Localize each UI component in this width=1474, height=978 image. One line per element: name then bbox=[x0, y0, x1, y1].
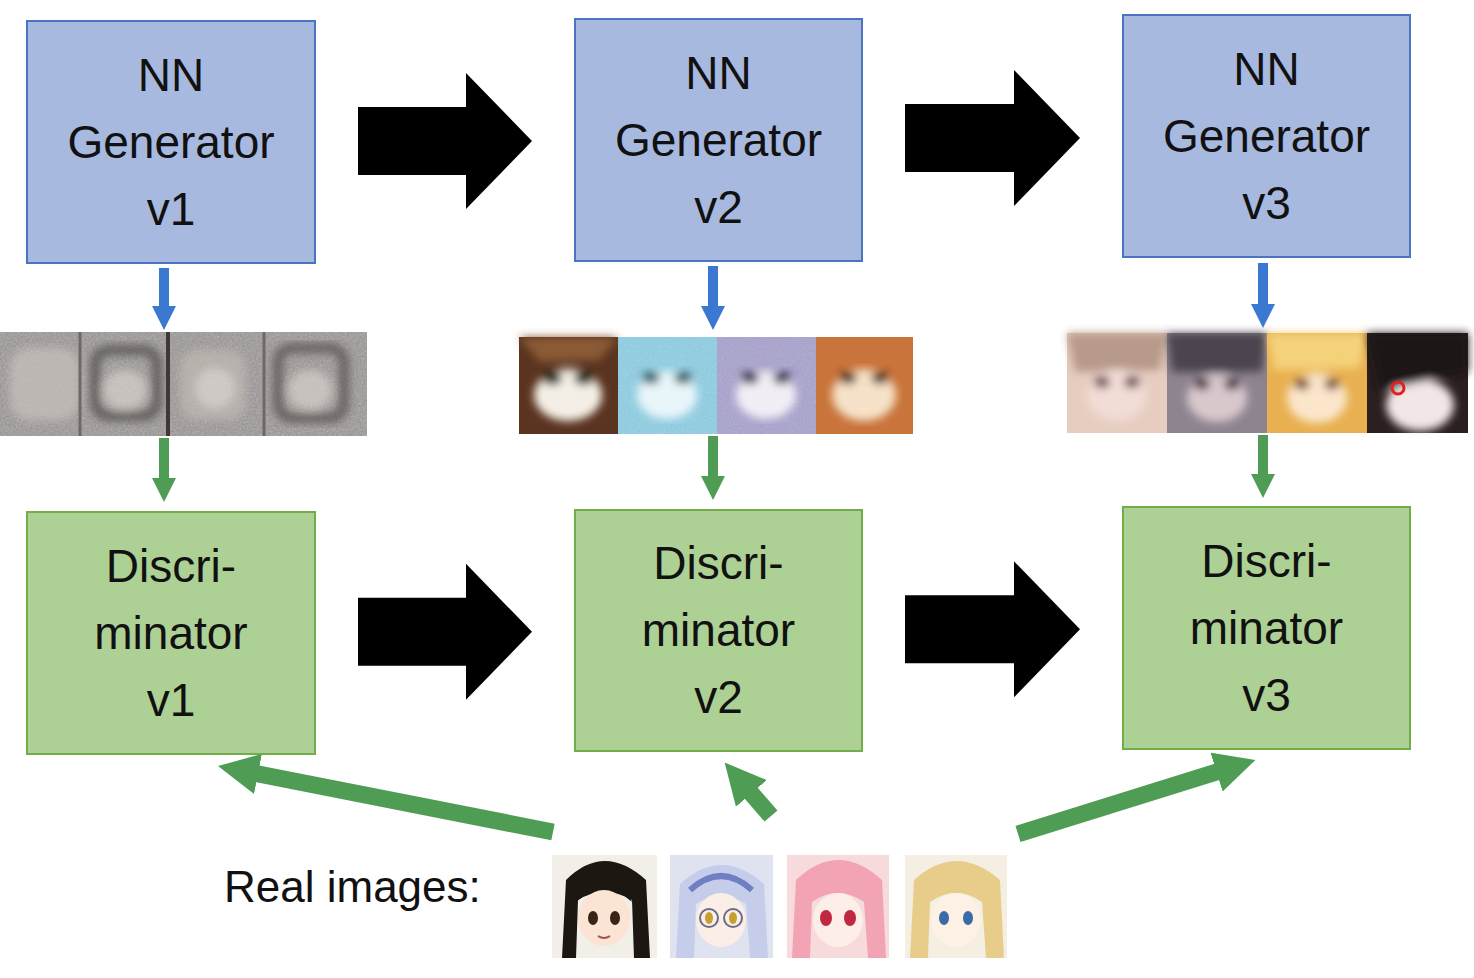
feed-arrows bbox=[164, 435, 1263, 490]
generator-box: NN Generator v2 bbox=[574, 18, 863, 262]
section-label: Real images: bbox=[224, 862, 481, 912]
block-arrow bbox=[358, 564, 532, 700]
real-images bbox=[552, 855, 1007, 958]
block-arrow bbox=[358, 73, 532, 209]
generator-box: NN Generator v3 bbox=[1122, 14, 1411, 258]
sample-arrows bbox=[164, 263, 1263, 318]
box-label: NN Generator v2 bbox=[615, 40, 822, 241]
discriminator-box: Discri- minator v3 bbox=[1122, 506, 1411, 750]
block-arrow bbox=[905, 561, 1080, 697]
generator-box: NN Generator v1 bbox=[26, 20, 316, 264]
discriminator-box: Discri- minator v2 bbox=[574, 509, 863, 752]
box-label: Discri- minator v3 bbox=[1190, 528, 1343, 729]
box-label: Discri- minator v1 bbox=[94, 533, 247, 734]
box-label: NN Generator v3 bbox=[1163, 36, 1370, 237]
discriminator-box: Discri- minator v1 bbox=[26, 511, 316, 755]
real-image-arrows bbox=[238, 766, 1236, 834]
generated-images-v1 bbox=[0, 332, 367, 436]
box-label: NN Generator v1 bbox=[67, 42, 274, 243]
generated-images-v3 bbox=[1067, 333, 1468, 433]
block-arrow bbox=[905, 70, 1080, 206]
generated-images-v2 bbox=[519, 337, 913, 434]
box-label: Discri- minator v2 bbox=[642, 530, 795, 731]
